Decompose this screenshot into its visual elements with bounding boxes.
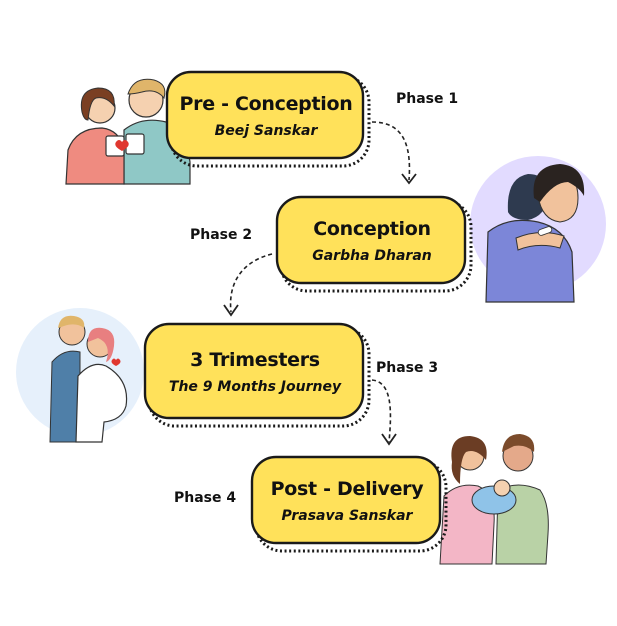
phase-4-title: Post - Delivery — [270, 477, 424, 500]
phase-2-label: Phase 2 — [190, 227, 253, 243]
arrowhead-3 — [381, 433, 397, 446]
phase-1-subtitle: Beej Sanskar — [214, 122, 318, 139]
arrow-phase3-to-phase4 — [371, 379, 392, 443]
hugging-couple-illustration — [470, 156, 606, 303]
arrowhead-2 — [223, 304, 239, 317]
arrowhead-1 — [401, 173, 417, 185]
arrow-phase1-to-phase2 — [371, 121, 411, 181]
phase-3-title: 3 Trimesters — [190, 348, 320, 371]
phase-1-box: Pre - Conception Beej Sanskar — [165, 70, 373, 168]
phase-2-title: Conception — [313, 217, 431, 240]
phase-1-title: Pre - Conception — [179, 92, 353, 115]
phase-4-label: Phase 4 — [174, 490, 237, 506]
phase-3-label: Phase 3 — [376, 360, 439, 376]
phase-3-subtitle: The 9 Months Journey — [168, 378, 342, 395]
family-with-newborn-illustration — [439, 434, 549, 565]
phase-1-label: Phase 1 — [396, 91, 459, 107]
phase-2-box: Conception Garbha Dharan — [275, 195, 475, 293]
phase-4-subtitle: Prasava Sanskar — [281, 507, 413, 524]
phase-3-box: 3 Trimesters The 9 Months Journey — [143, 322, 373, 428]
pregnant-couple-illustration — [16, 308, 144, 443]
arrow-phase2-to-phase3 — [229, 253, 273, 313]
phase-4-box: Post - Delivery Prasava Sanskar — [250, 455, 450, 553]
phase-2-subtitle: Garbha Dharan — [312, 247, 432, 264]
